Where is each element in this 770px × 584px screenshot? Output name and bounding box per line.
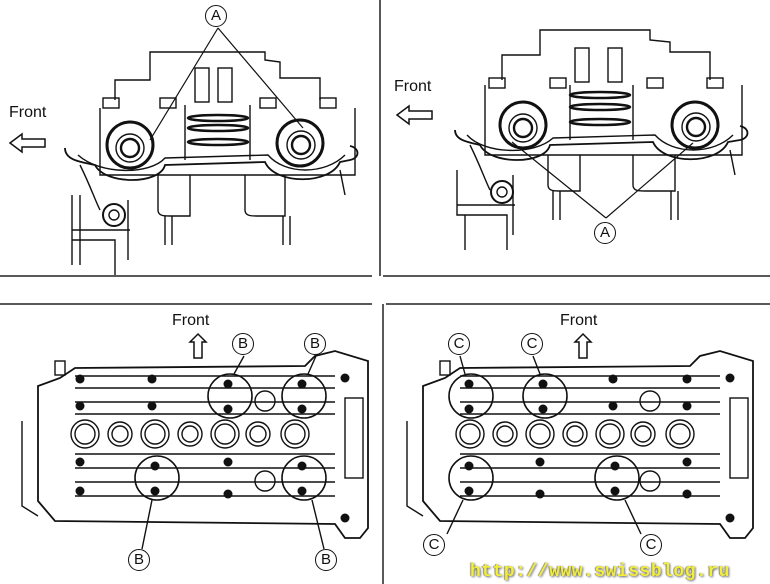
leader-line-a [605,142,694,219]
leader-line-b [141,499,153,550]
front-label: Front [560,312,598,329]
watermark: http://www.swissblog.ru [470,562,730,582]
callout-a: A [205,5,227,27]
upper-rail [460,375,720,415]
leader-line-b [307,355,317,375]
cylinder-head-side-view [395,29,749,250]
breather-fitting [439,360,451,376]
leader-line-a [149,27,219,141]
lower-housing [71,195,130,275]
upper-rail [75,375,335,415]
plug-holes [455,419,695,449]
leader-line-c [624,499,642,535]
callout-b: B [232,333,254,355]
gasket-outline [454,125,749,161]
breather-fitting [54,360,66,376]
leader-line-c [459,355,466,375]
front-label: Front [394,78,432,95]
panel-top-right: Front A [385,0,770,276]
plug-holes [70,419,310,449]
leader-line-c [532,355,541,375]
highlight-ring-c [522,373,568,419]
callout-b: B [128,549,150,571]
panel-bottom-left: Front B B B B [0,306,380,584]
cylinder-head-side-view [8,27,359,275]
plug-bolt [102,203,126,227]
highlight-ring-c [448,373,494,419]
cover-outline [422,350,754,539]
cover-bolts [75,373,350,523]
front-arrow-up-icon [573,332,593,359]
callout-c: C [521,333,543,355]
leader-line-a [217,27,304,129]
lower-housing [456,170,515,250]
cam-cap-block [484,85,743,156]
panel-top-left: Front A [0,0,380,276]
front-arrow-left-icon [395,104,433,126]
leader-line-b [311,499,325,550]
leader-line-c [446,499,464,535]
highlight-ring-b [207,373,253,419]
end-plate [344,397,364,479]
leader-line-b [233,355,245,375]
grommet-right [275,118,325,168]
callout-b: B [304,333,326,355]
cover-bolts [464,373,735,523]
leader-line-a [511,141,607,219]
bolt-head [259,97,277,109]
front-arrow-left-icon [8,132,46,154]
bolt-head [102,97,120,109]
callout-c: C [640,534,662,556]
highlight-ring-c [594,455,640,501]
cylinder-head-cover-top-view [406,332,754,539]
cam-cap-block [99,108,356,176]
lower-rail [460,453,720,497]
bolt-head [549,77,567,89]
upper-housing [539,29,711,80]
plug-bolt [490,180,514,204]
grommet-right [670,100,720,150]
highlight-ring-b [281,373,327,419]
bolt-head [706,77,724,89]
end-plate [729,397,749,479]
callout-a: A [594,222,616,244]
lower-rail [75,453,335,497]
bolt-head [488,77,506,89]
bolt-head [159,97,177,109]
front-arrow-up-icon [188,332,208,359]
highlight-ring-c [448,455,494,501]
callout-c: C [448,333,470,355]
grommet-left [498,100,548,150]
bolt-head [646,77,664,89]
highlight-ring-b [134,455,180,501]
gasket-outline [64,145,359,181]
callout-b: B [315,549,337,571]
cylinder-head-cover-top-view [21,332,369,550]
upper-housing [149,51,321,100]
panel-bottom-right: Front C C C C [385,306,770,584]
front-label: Front [172,312,210,329]
callout-c: C [423,534,445,556]
grommet-left [105,120,155,170]
bolt-head [319,97,337,109]
highlight-ring-b [281,455,327,501]
front-label: Front [9,104,47,121]
